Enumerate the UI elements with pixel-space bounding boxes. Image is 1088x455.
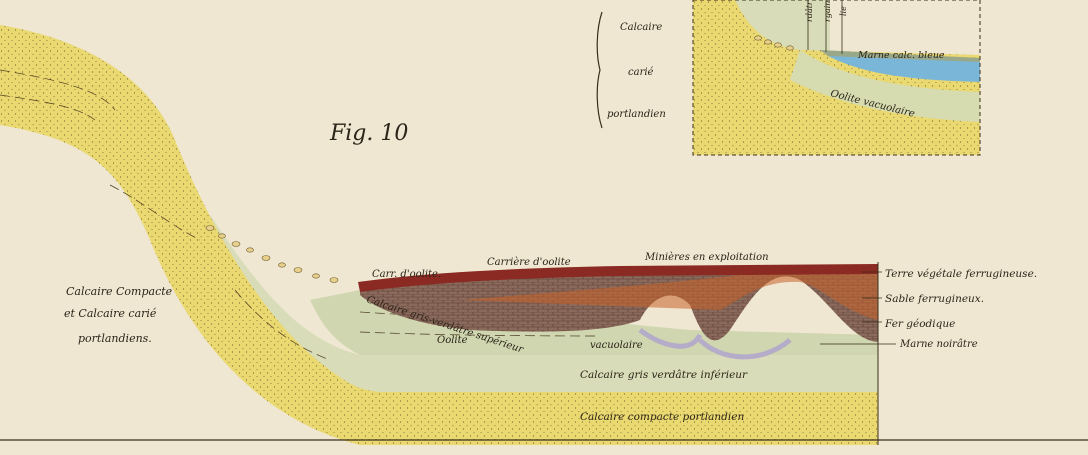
label-vacuolaire: vacuolaire: [590, 340, 643, 351]
label-carriere-oolite: Carrière d'oolite: [487, 257, 571, 268]
label-oolite: Oolite: [437, 335, 468, 346]
left-label-3: portlandiens.: [78, 332, 152, 345]
label-carr-oolite: Carr. d'oolite.: [372, 269, 441, 280]
inset-fragment-1: rdâtr: [805, 0, 814, 22]
inset-label-marne: Marne calc. bleue: [857, 50, 945, 61]
label-fer-geodique: Fer géodique: [884, 318, 955, 330]
inset-fragment-3: lie: [839, 6, 848, 16]
label-calcaire-gris-inferieur: Calcaire gris verdâtre inférieur: [580, 369, 748, 381]
left-label-1: Calcaire Compacte: [66, 285, 173, 298]
inset-label-carie: carié: [628, 67, 654, 78]
figure-title: Fig. 10: [329, 121, 408, 146]
inset-fragment-2: rgain: [823, 1, 832, 22]
label-calcaire-compacte: Calcaire compacte portlandien: [580, 411, 744, 423]
inset-label-calcaire: Calcaire: [620, 22, 662, 33]
left-label-2: et Calcaire carié: [64, 307, 157, 320]
label-marne-noiratre: Marne noirâtre: [899, 339, 978, 350]
label-sable-ferrugineux: Sable ferrugineux.: [885, 293, 984, 305]
label-minieres: Minières en exploitation: [644, 252, 769, 263]
inset-label-portlandien: portlandien: [607, 109, 666, 120]
label-terre-vegetale: Terre végétale ferrugineuse.: [885, 268, 1037, 280]
